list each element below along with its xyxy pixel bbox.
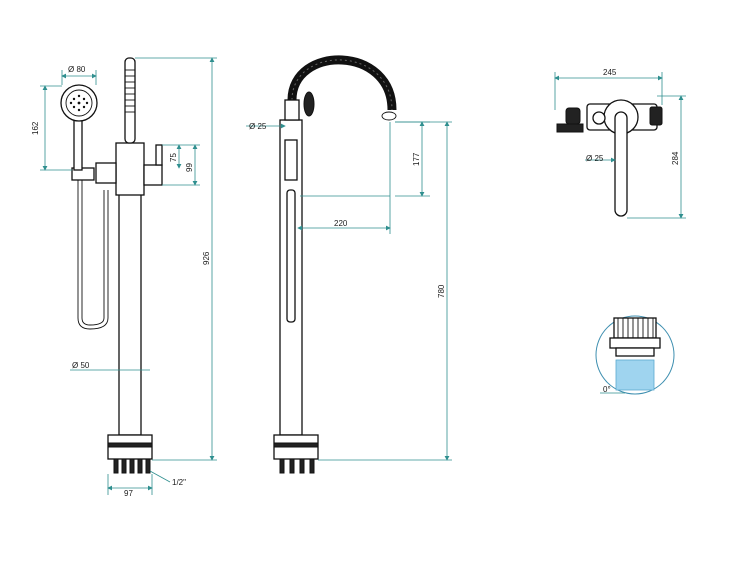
- spout-base: [284, 99, 300, 121]
- dim-lever-height-b: 99: [185, 163, 194, 172]
- top-holder: [565, 107, 581, 125]
- flex-hose: [81, 180, 105, 326]
- top-spout: [614, 111, 628, 217]
- top-diverter: [592, 111, 606, 125]
- dim-lever-height-a: 75: [169, 153, 178, 162]
- dim-base-width: 97: [124, 489, 133, 498]
- dim-spout-reach: 220: [334, 219, 348, 228]
- spout-outlet: [381, 111, 397, 121]
- detail-water: [615, 359, 655, 391]
- dim-handshower-height: 162: [31, 121, 40, 135]
- hand-holder: [71, 167, 95, 181]
- dim-handshower-diameter: Ø 80: [68, 65, 86, 74]
- top-handshower: [556, 123, 584, 133]
- dim-top-width: 245: [603, 68, 617, 77]
- detail-ring: [615, 347, 655, 357]
- dim-spout-diameter: Ø 25: [249, 122, 267, 131]
- dim-outlet-height: 780: [437, 284, 446, 298]
- front-dimensions: [40, 57, 217, 495]
- detail-nut: [613, 317, 657, 339]
- gooseneck-spout: [287, 55, 397, 111]
- mixer-body: [115, 142, 145, 196]
- hose-outlet: [95, 162, 117, 184]
- dim-spout-drop: 177: [412, 152, 421, 166]
- side-body: [284, 139, 298, 181]
- top-lever: [124, 57, 136, 144]
- side-dimensions: [246, 121, 452, 461]
- side-view: [273, 55, 397, 474]
- side-lever-knob: [303, 91, 315, 117]
- diverter-knob: [155, 144, 163, 166]
- dim-top-depth: 284: [671, 151, 680, 165]
- dim-total-height-front: 926: [202, 251, 211, 265]
- detail-view: [595, 315, 675, 395]
- top-view: [556, 99, 663, 217]
- dim-thread: 1/2": [172, 478, 186, 487]
- dim-column-diameter: Ø 50: [72, 361, 90, 370]
- side-hose: [286, 189, 296, 323]
- diverter: [143, 164, 163, 186]
- dim-top-pipe-diameter: Ø 25: [586, 154, 604, 163]
- dim-detail-angle: 0°: [603, 385, 611, 394]
- front-column: [118, 189, 142, 436]
- top-dimensions: [554, 72, 686, 219]
- top-lever-end: [649, 106, 663, 126]
- detail-collar: [609, 337, 661, 349]
- front-view: [60, 57, 163, 474]
